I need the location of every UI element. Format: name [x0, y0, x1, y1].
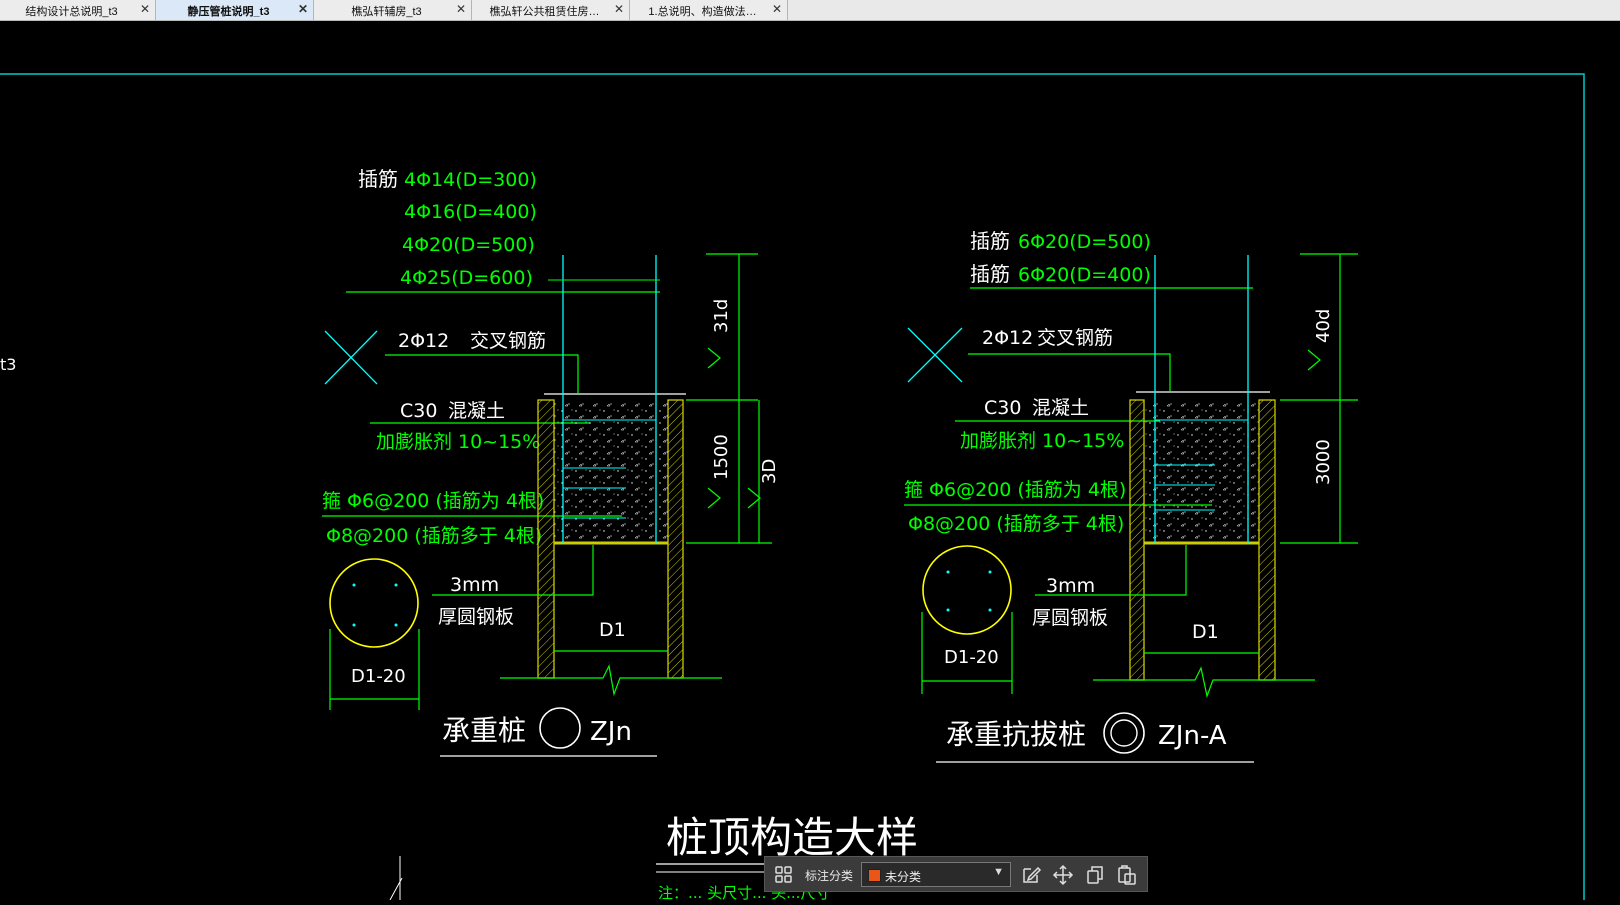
detail-title: 承重桩: [442, 714, 526, 747]
plate-name: 厚圆钢板: [438, 606, 514, 628]
grid-icon[interactable]: [773, 864, 795, 886]
tab-label: 静压管桩说明_t3: [187, 6, 270, 18]
edit-icon[interactable]: [1020, 864, 1042, 886]
tab-structural-design-notes[interactable]: 结构设计总说明_t3 ✕: [0, 0, 156, 20]
annotation-category-label: 标注分类: [805, 869, 854, 883]
plate-name: 厚圆钢板: [1032, 607, 1108, 629]
tab-public-rental-housing[interactable]: 樵弘轩公共租赁住房… ✕: [472, 0, 630, 20]
detail-title: 承重抗拔桩: [946, 718, 1086, 751]
dowel-spec-4: 4Φ25(D=600): [400, 267, 533, 289]
dim-fill-depth: 3000: [1313, 439, 1334, 485]
section-diameter-label: D1-20: [944, 647, 999, 668]
cross-bar-spec: 2Φ12: [982, 327, 1033, 349]
stirrup-spec-1: 箍 Φ6@200 (插筋为 4根): [322, 490, 544, 512]
tab-label: 1.总说明、构造做法…: [648, 6, 757, 18]
additive-name: 加膨胀剂: [960, 430, 1036, 452]
dim-fill-depth: 1500: [711, 434, 732, 480]
bearing-pile-detail: 插筋 4Φ14(D=300) 4Φ16(D=400) 4Φ20(D=500) 4…: [322, 167, 780, 757]
annotation-toolbar: 标注分类 未分类 ▼: [764, 856, 1148, 892]
dowel-spec-1: 6Φ20(D=500): [1018, 231, 1151, 253]
tab-static-pile-notes[interactable]: 静压管桩说明_t3 ✕: [156, 0, 314, 20]
plate-thickness: 3mm: [450, 574, 499, 596]
dim-min-depth: 3D: [759, 459, 780, 484]
dowel-label-1: 插筋: [970, 229, 1010, 253]
cross-bar-symbol: [324, 330, 378, 385]
drawing-main-title: 桩顶构造大样: [666, 813, 918, 862]
uplift-pile-symbol-outer: [1103, 712, 1145, 754]
tab-label: 樵弘轩辅房_t3: [351, 6, 422, 18]
pile-diameter-label: D1: [599, 619, 626, 641]
tab-label: 樵弘轩公共租赁住房…: [489, 6, 600, 18]
concrete-grade: C30: [400, 400, 437, 422]
dowel-spec-3: 4Φ20(D=500): [402, 234, 535, 256]
additive-ratio: 10~15%: [458, 431, 540, 453]
dowel-label: 插筋: [358, 167, 398, 191]
category-value: 未分类: [885, 870, 922, 884]
close-icon[interactable]: ✕: [139, 2, 150, 16]
dim-anchorage: 31d: [711, 299, 732, 333]
paste-icon[interactable]: [1116, 864, 1138, 886]
tab-general-notes[interactable]: 1.总说明、构造做法… ✕: [630, 0, 788, 20]
tab-label: 结构设计总说明_t3: [25, 6, 118, 18]
additive-name: 加膨胀剂: [376, 431, 452, 453]
additive-ratio: 10~15%: [1042, 430, 1124, 452]
pile-section-circle: [922, 545, 1012, 635]
dowel-spec-1: 4Φ14(D=300): [404, 169, 537, 191]
stirrup-spec-1: 箍 Φ6@200 (插筋为 4根): [904, 479, 1126, 501]
dowel-spec-2: 4Φ16(D=400): [404, 201, 537, 223]
pile-section-circle: [329, 558, 419, 648]
category-color-swatch: [868, 869, 881, 882]
cross-bar-symbol: [907, 327, 963, 383]
move-icon[interactable]: [1052, 864, 1074, 886]
close-icon[interactable]: ✕: [455, 2, 466, 16]
dowel-spec-2: 6Φ20(D=400): [1018, 264, 1151, 286]
concrete-grade: C30: [984, 397, 1021, 419]
pile-symbol: [539, 707, 581, 749]
plate-thickness: 3mm: [1046, 575, 1095, 597]
close-icon[interactable]: ✕: [613, 2, 624, 16]
cross-bar-spec: 2Φ12: [398, 330, 449, 352]
uplift-pile-symbol-inner: [1110, 719, 1138, 747]
annotation-category-select[interactable]: 未分类 ▼: [861, 862, 1011, 887]
cad-drawing: t3 插筋 4Φ14(D=300) 4Φ16(D=400) 4Φ20(D=500…: [0, 73, 1585, 902]
cross-bar-name: 交叉钢筋: [470, 330, 546, 352]
cross-bar-name: 交叉钢筋: [1037, 327, 1113, 349]
stirrup-spec-2: Φ8@200 (插筋多于 4根): [908, 513, 1124, 535]
close-icon[interactable]: ✕: [771, 2, 782, 16]
stirrup-spec-2: Φ8@200 (插筋多于 4根): [326, 525, 542, 547]
concrete-name: 混凝土: [448, 400, 505, 422]
tab-auxiliary-building[interactable]: 樵弘轩辅房_t3 ✕: [314, 0, 472, 20]
uplift-pile-detail: 插筋 6Φ20(D=500) 插筋 6Φ20(D=400) 2Φ12 交叉钢筋 …: [904, 229, 1358, 763]
close-icon[interactable]: ✕: [297, 2, 308, 16]
pile-code: ZJn: [590, 717, 632, 747]
chevron-down-icon: ▼: [993, 866, 1004, 878]
cad-drawing-canvas[interactable]: t3 插筋 4Φ14(D=300) 4Φ16(D=400) 4Φ20(D=500…: [0, 21, 1620, 902]
concrete-name: 混凝土: [1032, 397, 1089, 419]
dim-anchorage: 40d: [1313, 309, 1334, 343]
section-diameter-label: D1-20: [351, 666, 406, 687]
pile-code: ZJn-A: [1158, 721, 1227, 751]
pile-diameter-label: D1: [1192, 621, 1219, 643]
dowel-label-2: 插筋: [970, 262, 1010, 286]
drawing-frame: [0, 73, 1585, 900]
left-edge-text: t3: [0, 355, 16, 374]
copy-icon[interactable]: [1084, 864, 1106, 886]
document-tab-bar: 结构设计总说明_t3 ✕ 静压管桩说明_t3 ✕ 樵弘轩辅房_t3 ✕ 樵弘轩公…: [0, 0, 1620, 21]
